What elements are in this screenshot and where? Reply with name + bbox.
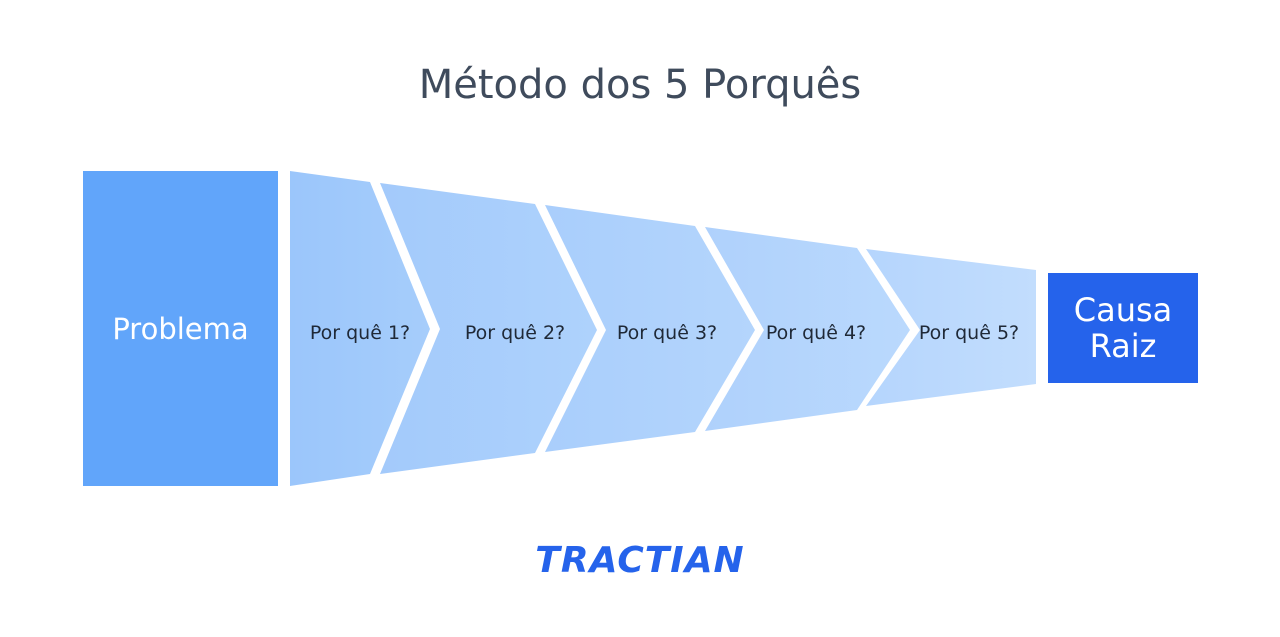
root-cause-box: Causa Raiz: [1048, 273, 1198, 383]
root-cause-line-2: Raiz: [1089, 327, 1157, 365]
root-cause-line-1: Causa: [1073, 291, 1173, 329]
why-step-3-shape: [545, 205, 755, 452]
why-step-2-shape: [380, 183, 597, 474]
why-step-1-label: Por quê 1?: [310, 322, 410, 344]
tractian-logo: TRACTIAN: [535, 540, 745, 581]
why-step-3-label: Por quê 3?: [617, 322, 717, 344]
why-step-1-shape: [290, 171, 430, 486]
problem-label: Problema: [112, 311, 249, 346]
why-step-4-label: Por quê 4?: [766, 322, 866, 344]
why-step-5-label: Por quê 5?: [919, 322, 1019, 344]
why-step-5-shape: [866, 249, 1036, 406]
why-step-2-label: Por quê 2?: [465, 322, 565, 344]
why-step-4-shape: [705, 227, 910, 431]
diagram-title: Método dos 5 Porquês: [418, 62, 862, 108]
problem-box: Problema: [83, 171, 278, 486]
